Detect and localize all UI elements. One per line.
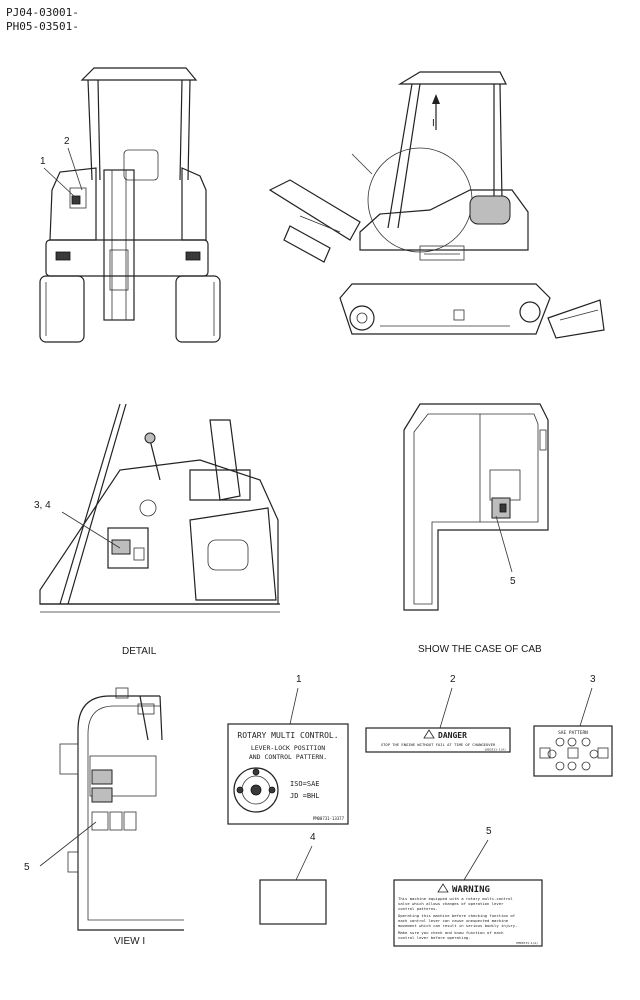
decal-1-line2: AND CONTROL PATTERN.: [249, 753, 327, 761]
decal-5-code: PM00731-1(A): [516, 941, 538, 945]
decal-5-line-2: valve which allows changes of operation …: [398, 901, 504, 906]
decal-1-iso: ISO=SAE: [290, 780, 320, 788]
decal-2: [365, 687, 511, 753]
decal-1-title: ROTARY MULTI CONTROL.: [237, 731, 338, 740]
cab-case-view: [403, 403, 549, 611]
decal-5-line-6: movement which can result in serious bod…: [398, 923, 517, 928]
decal-3-head: SAE PATTERN: [558, 730, 588, 736]
caption-cab: SHOW THE CASE OF CAB: [418, 644, 542, 655]
part-callout-5: 5: [486, 826, 492, 837]
decal-2-body: STOP THE ENGINE WITHOUT FAIL AT TIME OF …: [381, 742, 496, 747]
decal-5-line-3: control patterns.: [398, 906, 438, 911]
decal-3: [533, 687, 613, 777]
caption-detail: DETAIL: [122, 646, 157, 657]
decal-1-jd: JD =BHL: [290, 792, 320, 800]
operator-console-detail: [39, 403, 280, 613]
decal-5-line-7: Make sure you check and know function of…: [398, 930, 503, 935]
arrow-i-label: I: [432, 118, 435, 129]
callout-1-front: 1: [40, 156, 46, 167]
part-callout-4: 4: [310, 832, 316, 843]
callout-5-view: 5: [24, 862, 30, 873]
decal-5-line-4: Operating this machine before checking f…: [398, 913, 516, 918]
excavator-front-view: [39, 67, 221, 343]
decal-1-code: PM00731-13377: [313, 816, 345, 821]
callout-5-cab: 5: [510, 576, 516, 587]
decal-1: [227, 687, 349, 825]
decal-1-line1: LEVER-LOCK POSITION: [251, 744, 325, 752]
decal-2-code: 1083311-1(A): [484, 748, 506, 752]
decal-4: [259, 845, 327, 925]
decal-5-line-1: This machine equipped with a rotary mult…: [398, 896, 513, 901]
part-callout-2: 2: [450, 674, 456, 685]
serial-number-2: PH05-03501-: [6, 20, 79, 33]
part-callout-3: 3: [590, 674, 596, 685]
view-i-interior: [39, 687, 184, 931]
decal-2-head: DANGER: [438, 731, 467, 740]
excavator-side-view: [268, 71, 605, 339]
serial-number-1: PJ04-03001-: [6, 6, 79, 19]
part-callout-1: 1: [296, 674, 302, 685]
decal-5: [393, 839, 543, 947]
decal-5-head: WARNING: [452, 885, 490, 895]
callout-3-4-detail: 3, 4: [34, 500, 51, 511]
decal-5-line-8: control lever before operating.: [398, 935, 471, 940]
caption-view-i: VIEW I: [114, 936, 146, 947]
callout-2-front: 2: [64, 136, 70, 147]
decal-5-line-5: each control lever can cause unexpected …: [398, 918, 509, 923]
